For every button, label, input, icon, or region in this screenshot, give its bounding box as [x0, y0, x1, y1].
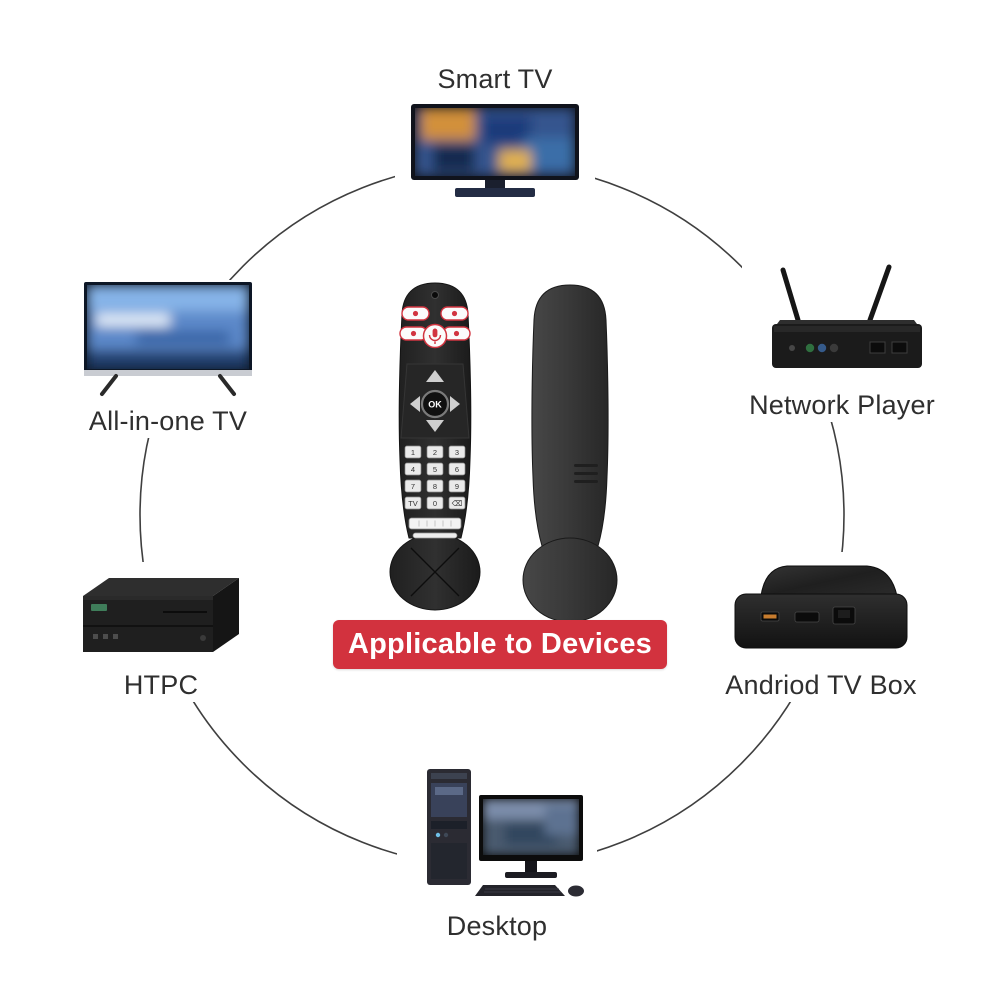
smart-tv-image	[411, 104, 579, 197]
remote-mic-button-icon	[422, 323, 448, 349]
remote-function-buttons	[399, 306, 471, 341]
remote-keypad: 1 2 3 4 5 6 7 8 9 TV 0 ⌫	[404, 445, 466, 510]
remote-key: 2	[433, 448, 437, 457]
remote-key: 7	[411, 482, 415, 491]
remote-key: TV	[408, 499, 418, 508]
desktop-image	[426, 769, 584, 897]
remote-ok-label: OK	[428, 400, 442, 410]
htpc-image	[83, 578, 239, 652]
device-tile-all-in-one-tv: All-in-one TV	[68, 280, 268, 438]
remote-key: 3	[455, 448, 459, 457]
remote-key: 8	[433, 482, 437, 491]
remote-ok-button	[420, 389, 450, 419]
desktop-label: Desktop	[446, 911, 548, 941]
remote-key: 4	[411, 465, 415, 474]
device-tile-desktop: Desktop	[397, 765, 597, 943]
remote-back-image	[522, 284, 618, 623]
all-in-one-tv-image	[84, 282, 252, 396]
htpc-label: HTPC	[123, 670, 199, 700]
remote-bottom-slots	[408, 517, 462, 539]
applicable-banner: Applicable to Devices	[333, 620, 667, 669]
remote-front-image: OK 1 2 3 4 5 6 7 8 9 TV 0 ⌫	[389, 282, 481, 611]
remote-dpad: OK	[400, 363, 470, 439]
remote-key: ⌫	[452, 499, 463, 508]
network-player-label: Network Player	[749, 390, 935, 420]
android-tv-box-image	[734, 565, 908, 649]
all-in-one-tv-label: All-in-one TV	[88, 406, 248, 436]
remote-back-grip-lines	[574, 464, 598, 483]
android-tv-box-label: Andriod TV Box	[725, 670, 917, 700]
device-tile-network-player: Network Player	[742, 262, 942, 422]
network-player-image	[772, 264, 922, 368]
remote-key: 1	[411, 448, 415, 457]
remote-ir-sensor	[431, 291, 439, 299]
remote-key: 5	[433, 465, 437, 474]
device-tile-htpc: HTPC	[61, 562, 261, 702]
device-tile-android-tv-box: Andriod TV Box	[721, 552, 921, 702]
device-tile-smart-tv: Smart TV	[395, 62, 595, 202]
remote-key: 0	[433, 499, 437, 508]
remote-key: 6	[455, 465, 459, 474]
smart-tv-label: Smart TV	[437, 64, 553, 94]
remote-key: 9	[455, 482, 459, 491]
